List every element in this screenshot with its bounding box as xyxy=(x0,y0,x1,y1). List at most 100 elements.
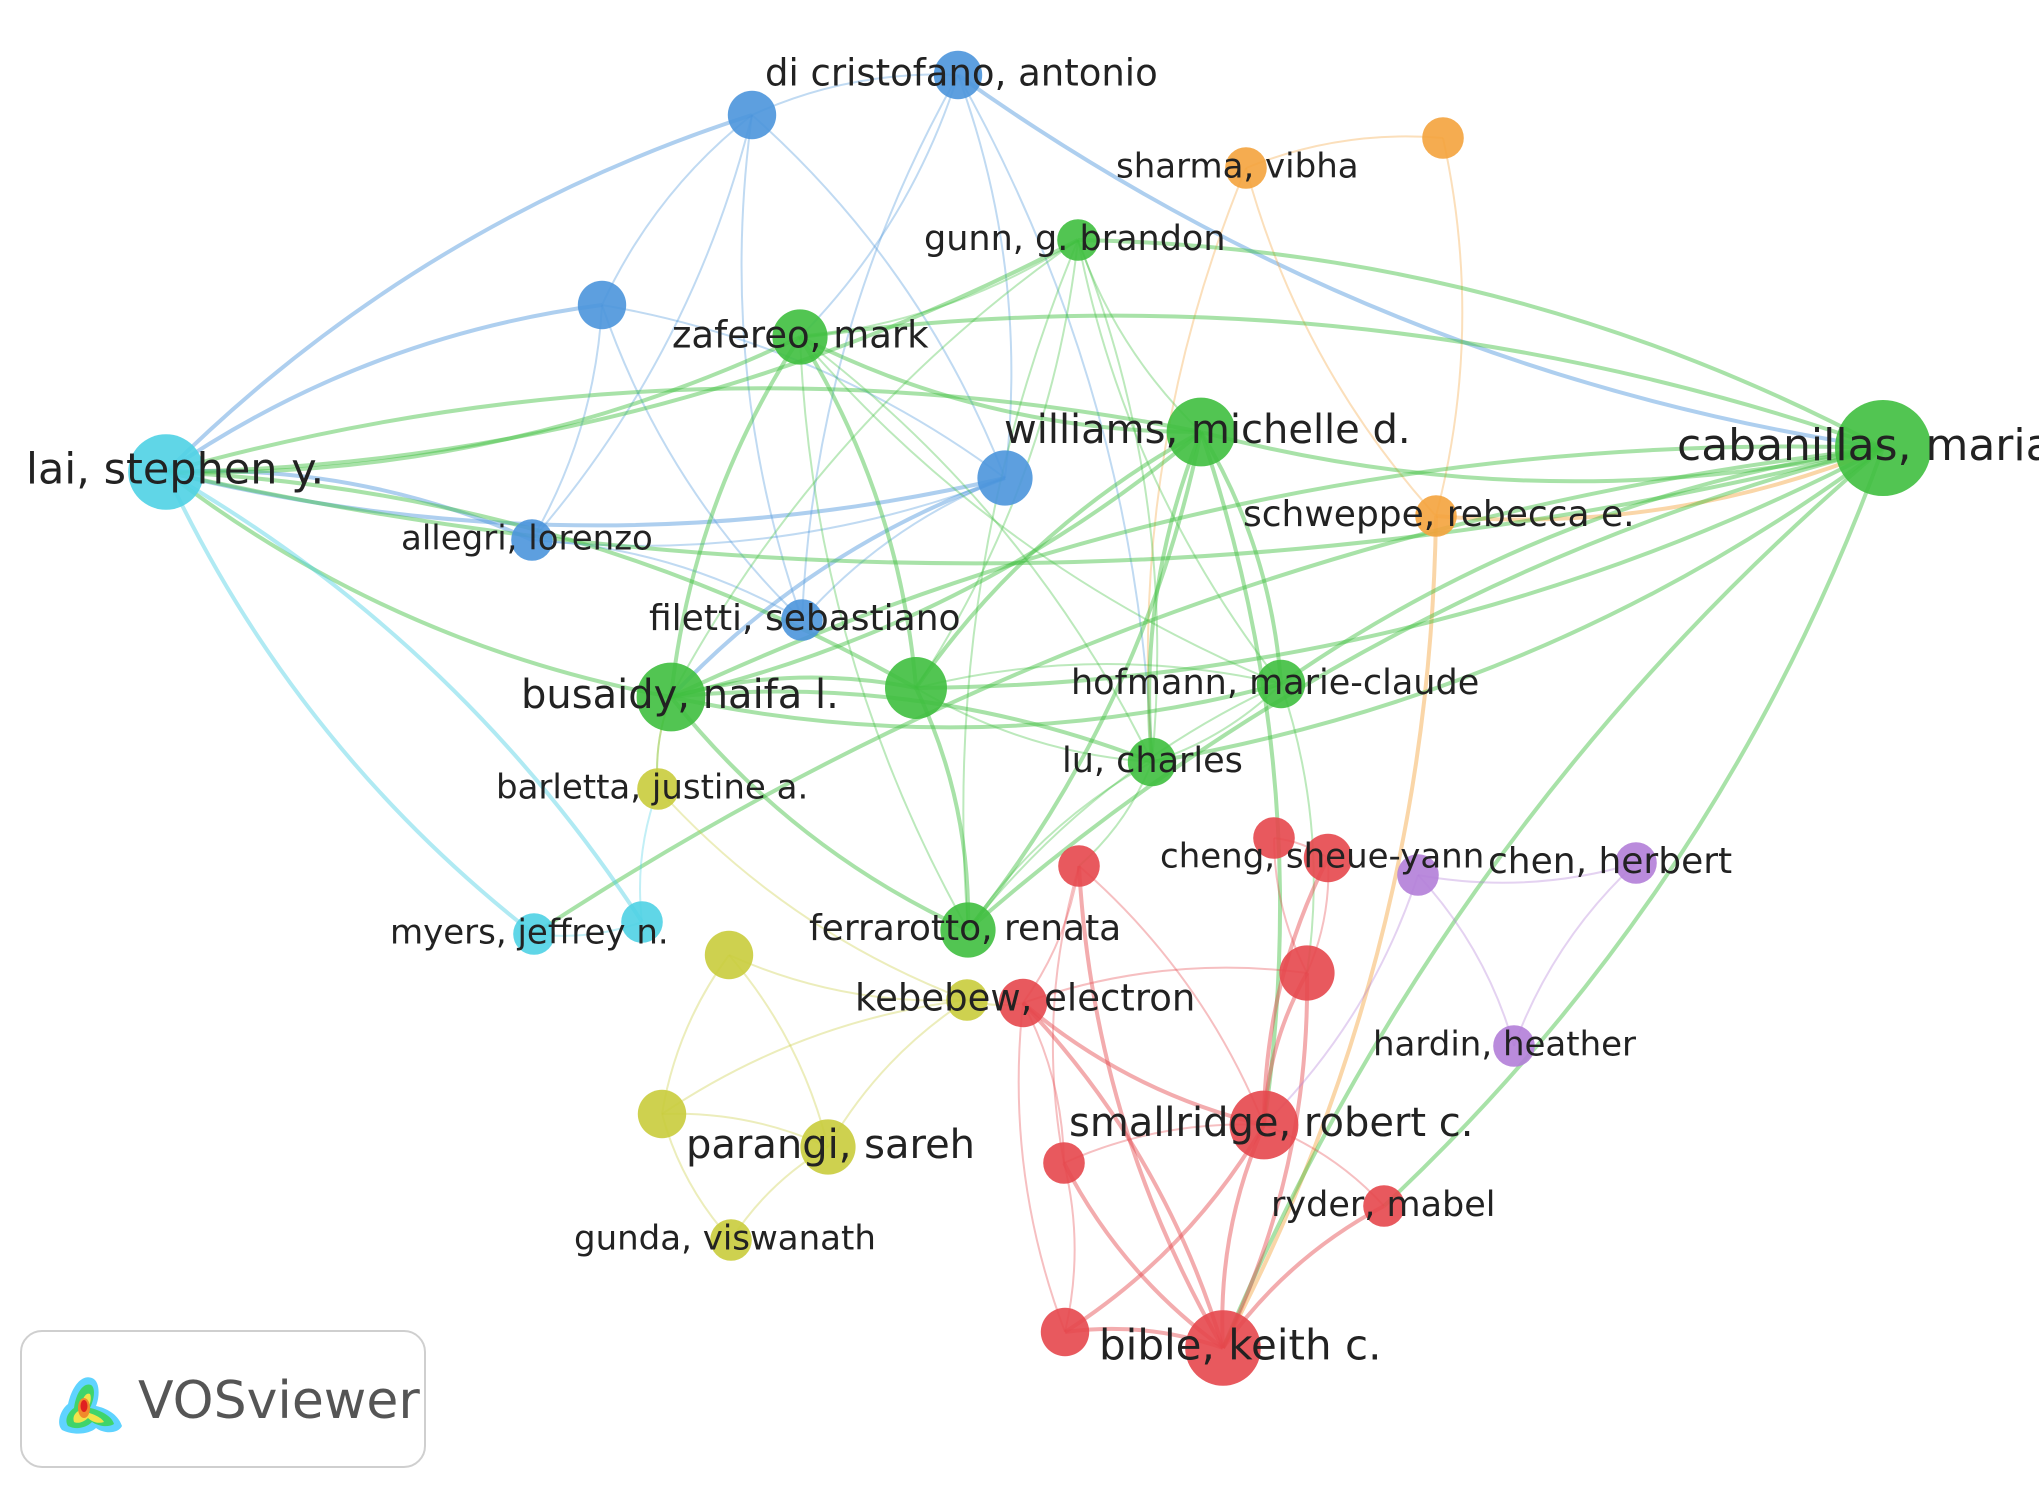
node-red_a[interactable] xyxy=(1058,845,1100,887)
link-busaidy-ferrarotto xyxy=(669,695,969,932)
vosviewer-density-icon xyxy=(59,1377,122,1434)
link-blue_b-lai xyxy=(164,303,603,474)
node-orange_a[interactable] xyxy=(1422,117,1464,159)
link-zafereo-williams xyxy=(799,335,1202,435)
node-red_f[interactable] xyxy=(1040,1307,1090,1357)
label-filetti: filetti, sebastiano xyxy=(649,598,961,639)
link-williams-cabanillas xyxy=(1200,430,1884,484)
link-cabanillas-lai xyxy=(165,446,1884,566)
node-kebebew[interactable] xyxy=(946,979,988,1021)
node-smallridge[interactable] xyxy=(1229,1090,1299,1160)
node-red_e[interactable] xyxy=(1043,1142,1085,1184)
link-red_a-red_e xyxy=(1051,865,1080,1164)
link-gunn-lu xyxy=(1077,239,1159,763)
link-chen-hardin xyxy=(1513,862,1637,1047)
node-red_b[interactable] xyxy=(1253,817,1295,859)
node-busaidy[interactable] xyxy=(636,662,706,732)
link-lu-ferrarotto xyxy=(967,761,1153,931)
node-allegri[interactable] xyxy=(511,519,553,561)
link-blue_a-blue_c xyxy=(751,114,1006,479)
node-gunda[interactable] xyxy=(710,1219,752,1261)
link-yellow_a-yellow_b xyxy=(661,954,730,1115)
link-purple_a-smallridge xyxy=(1263,874,1419,1126)
link-orange_a-schweppe xyxy=(1435,137,1464,517)
label-parangi: parangi, sareh xyxy=(686,1122,975,1168)
link-red_d-bible xyxy=(1221,972,1310,1349)
link-gunn-busaidy xyxy=(670,239,1079,698)
link-gunn-lai xyxy=(165,238,1079,474)
node-myers[interactable] xyxy=(513,913,555,955)
node-williams[interactable] xyxy=(1166,397,1236,467)
node-chen[interactable] xyxy=(1615,842,1657,884)
link-cabanillas-lu xyxy=(1151,446,1885,764)
link-allegri-lai xyxy=(165,468,533,542)
node-parangi[interactable] xyxy=(800,1119,856,1175)
node-hofmann[interactable] xyxy=(1256,659,1306,709)
label-sharma: sharma, vibha xyxy=(1116,147,1359,187)
link-cabanillas-bible xyxy=(1221,446,1885,1349)
node-red_c[interactable] xyxy=(998,978,1048,1028)
link-layer xyxy=(164,73,1885,1350)
link-zafereo-lu xyxy=(799,336,1153,763)
node-purple_a[interactable] xyxy=(1397,854,1439,896)
link-zafereo-lai xyxy=(165,335,801,475)
node-ryder[interactable] xyxy=(1363,1185,1405,1227)
node-ferrarotto[interactable] xyxy=(940,902,996,958)
node-barletta[interactable] xyxy=(637,768,679,810)
link-williams-busaidy xyxy=(670,430,1203,699)
link-purple_a-chen xyxy=(1417,862,1637,884)
link-dicristofano-cabanillas xyxy=(956,73,1884,450)
link-dicristofano-blue_a xyxy=(751,73,959,116)
link-hofmann-ferrarotto xyxy=(967,683,1282,931)
node-blue_a[interactable] xyxy=(727,90,777,140)
link-schweppe-cabanillas xyxy=(1435,446,1884,522)
node-cyan_a[interactable] xyxy=(621,901,663,943)
label-chen: chen, herbert xyxy=(1488,841,1732,882)
node-blue_c[interactable] xyxy=(977,450,1033,506)
vosviewer-logo-box: VOSviewer xyxy=(20,1330,426,1468)
link-schweppe-bible xyxy=(1221,515,1438,1349)
node-lai[interactable] xyxy=(128,434,204,510)
node-filetti[interactable] xyxy=(781,599,823,641)
link-red_e-red_f xyxy=(1063,1162,1076,1333)
link-zafereo-cabanillas xyxy=(799,313,1884,450)
link-cabanillas-hofmann xyxy=(1279,446,1884,686)
link-busaidy-hofmann xyxy=(670,682,1282,730)
link-zafereo-ferrarotto xyxy=(799,336,969,931)
node-yellow_a[interactable] xyxy=(704,930,754,980)
link-zafereo-green_a xyxy=(798,335,918,689)
link-green_a-ferrarotto xyxy=(914,687,971,931)
label-myers: myers, jeffrey n. xyxy=(390,913,669,953)
node-blue_b[interactable] xyxy=(577,280,627,330)
node-gunn[interactable] xyxy=(1057,219,1099,261)
node-cheng[interactable] xyxy=(1303,833,1353,883)
node-red_d[interactable] xyxy=(1279,945,1335,1001)
node-green_a[interactable] xyxy=(885,657,947,719)
label-hofmann: hofmann, marie-claude xyxy=(1071,663,1479,703)
link-red_a-bible xyxy=(1077,865,1225,1350)
link-busaidy-lai xyxy=(164,470,672,699)
node-cabanillas[interactable] xyxy=(1835,400,1931,496)
node-lu[interactable] xyxy=(1127,737,1177,787)
node-sharma[interactable] xyxy=(1225,147,1267,189)
link-williams-smallridge xyxy=(1199,431,1283,1126)
link-yellow_a-kebebew xyxy=(728,954,968,1002)
node-dicristofano[interactable] xyxy=(933,50,983,100)
label-schweppe: schweppe, rebecca e. xyxy=(1243,494,1635,535)
link-blue_a-lai xyxy=(164,113,753,474)
link-blue_b-allegri xyxy=(531,304,603,541)
node-yellow_b[interactable] xyxy=(637,1089,687,1139)
link-lai-cyan_a xyxy=(165,470,644,924)
node-bible[interactable] xyxy=(1185,1310,1261,1386)
label-smallridge: smallridge, robert c. xyxy=(1069,1100,1474,1146)
node-schweppe[interactable] xyxy=(1415,495,1457,537)
label-dicristofano: di cristofano, antonio xyxy=(765,52,1158,95)
link-gunn-zafereo xyxy=(799,239,1079,338)
node-zafereo[interactable] xyxy=(772,309,828,365)
label-bible: bible, keith c. xyxy=(1099,1321,1381,1370)
node-hardin[interactable] xyxy=(1493,1025,1535,1067)
link-williams-hofmann xyxy=(1199,430,1283,685)
link-red_c-red_d xyxy=(1022,966,1308,1004)
